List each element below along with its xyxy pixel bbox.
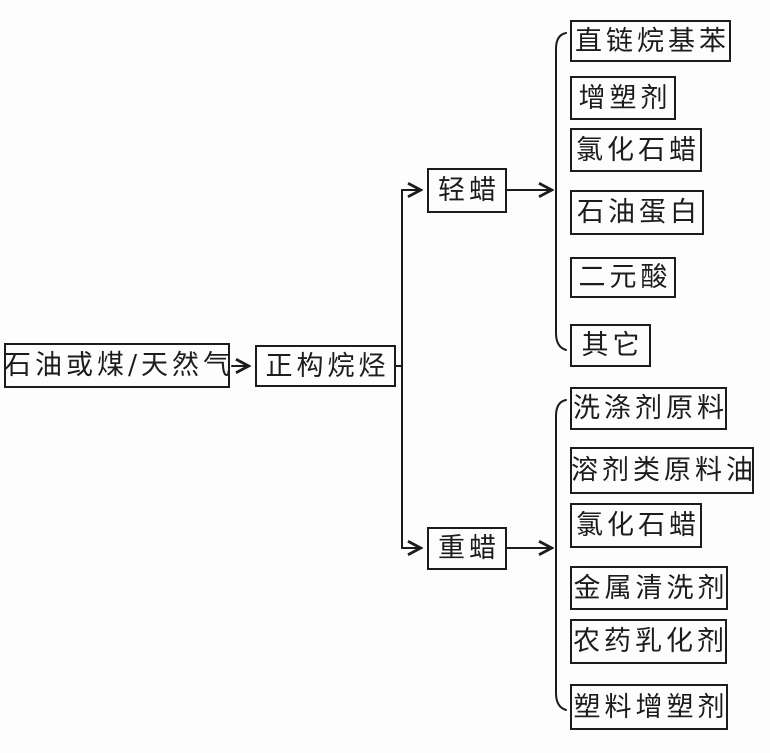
product-heavy-1: 洗涤剂原料	[570, 387, 727, 430]
product-heavy-2: 溶剂类原料油	[570, 447, 754, 494]
product-heavy-3: 氯化石蜡	[570, 503, 702, 548]
product-light-1: 直链烷基苯	[570, 20, 731, 62]
product-light-2: 增塑剂	[570, 76, 676, 120]
product-light-6: 其它	[570, 324, 651, 367]
product-light-5: 二元酸	[570, 257, 676, 298]
product-light-3: 氯化石蜡	[570, 128, 702, 172]
product-heavy-6: 塑料增塑剂	[570, 684, 728, 730]
product-heavy-5: 农药乳化剂	[570, 619, 727, 664]
node-feedstock: 石油或煤/天然气	[4, 343, 230, 388]
bracket-heavy-products	[555, 399, 567, 711]
product-light-4: 石油蛋白	[570, 190, 704, 235]
bracket-light-products	[555, 32, 567, 351]
product-heavy-4: 金属清洗剂	[570, 566, 728, 610]
node-light-wax: 轻蜡	[427, 168, 507, 213]
node-heavy-wax: 重蜡	[427, 527, 507, 570]
node-n-paraffin: 正构烷烃	[255, 345, 396, 387]
